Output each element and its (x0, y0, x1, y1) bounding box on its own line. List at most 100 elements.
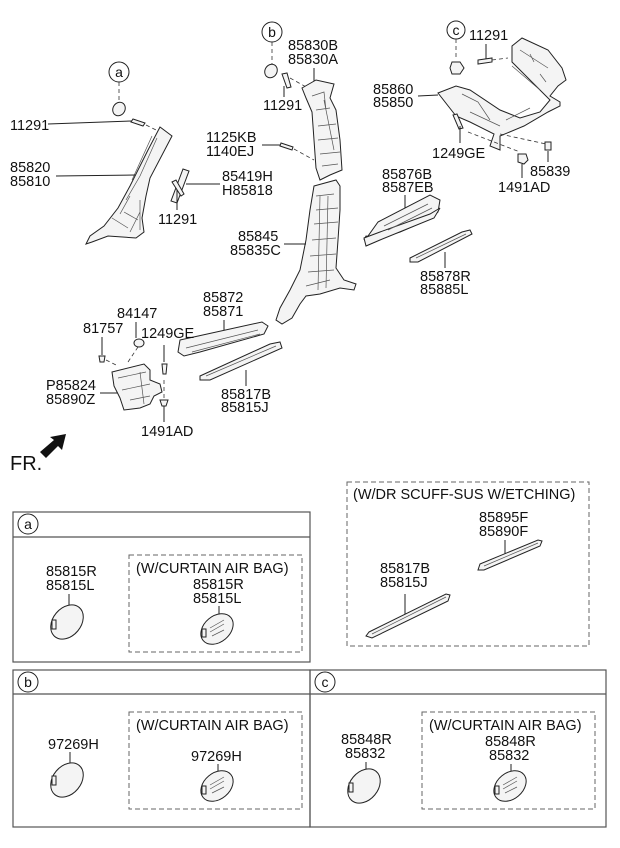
panel-c-opt-cap-part[interactable] (488, 764, 532, 807)
panel-a-opt-part-1: 85815R (193, 577, 244, 593)
panel-a-std-part-1: 85815R (46, 564, 97, 580)
panel-c-std-cap-part[interactable] (341, 762, 387, 809)
svg-text:b: b (24, 674, 32, 690)
label-P85824: P85824 (46, 378, 96, 394)
label-8587EB: 8587EB (382, 180, 434, 196)
label-85876B: 85876B (382, 167, 432, 183)
label-84147: 84147 (117, 306, 157, 322)
panel-c-opt-part-1: 85848R (485, 734, 536, 750)
panel-a-opt-cap-part[interactable] (195, 607, 239, 650)
label-11291-a: 11291 (10, 118, 49, 134)
panel-a-std-part-2: 85815L (46, 578, 94, 594)
rear-scuff-lower-part[interactable] (363, 207, 441, 247)
clip-1491ad-k[interactable] (159, 399, 169, 407)
leader-line (145, 124, 159, 132)
c-pillar-trim-part[interactable] (437, 37, 567, 151)
scuff-rear-part-2: 85890F (479, 524, 528, 540)
label-85872: 85872 (203, 290, 243, 306)
scuff-option-box (346, 481, 590, 647)
clip-81757-part[interactable] (98, 355, 106, 363)
leader-line (499, 133, 547, 145)
panel-c-option-caption: (W/CURTAIN AIR BAG) (429, 718, 582, 734)
label-85890Z: 85890Z (46, 392, 95, 408)
label-85850: 85850 (373, 95, 413, 111)
label-85871: 85871 (203, 304, 243, 320)
b-pillar-upper-trim-part[interactable] (301, 79, 343, 181)
label-1491AD-c: 1491AD (498, 180, 550, 196)
callout-c[interactable]: c (446, 20, 466, 40)
panel-a-opt-part-2: 85815L (193, 591, 241, 607)
label-11291-mid: 11291 (158, 212, 197, 228)
svg-text:b: b (268, 24, 276, 40)
panel-b-std-cap-part[interactable] (44, 756, 90, 803)
label-85878R: 85878R (420, 269, 471, 285)
bolt-11291-b[interactable] (281, 72, 292, 89)
panel-b-opt-cap-part[interactable] (195, 764, 239, 807)
panel-a (12, 511, 311, 663)
label-1491AD-k: 1491AD (141, 424, 193, 440)
panel-b-callout: b (17, 671, 39, 693)
scuff-option-caption: (W/DR SCUFF-SUS W/ETCHING) (353, 487, 575, 503)
c-pillar-clip-part[interactable] (449, 61, 465, 75)
bolt-11291-a[interactable] (130, 118, 146, 127)
b-pillar-cap-part[interactable] (262, 62, 279, 80)
panel-a-std-cap-part[interactable] (44, 598, 90, 645)
front-direction-indicator: FR. (10, 434, 66, 475)
bolt-1249ge-c[interactable] (452, 113, 464, 130)
panel-a-option-caption: (W/CURTAIN AIR BAG) (136, 561, 289, 577)
panel-c-callout: c (314, 671, 336, 693)
panel-c-std-part-1: 85848R (341, 732, 392, 748)
label-1249GE-k: 1249GE (141, 326, 195, 342)
label-11291-b: 11291 (263, 98, 302, 114)
leader-line (47, 120, 133, 125)
leader-line (127, 346, 139, 363)
label-1125KB: 1125KB (206, 130, 257, 146)
scuff-front-part-2: 85815J (380, 575, 428, 591)
label-85419H: 85419H (222, 169, 273, 185)
panel-a-option-box (128, 554, 303, 653)
label-85830A: 85830A (288, 52, 338, 68)
svg-text:c: c (322, 674, 329, 690)
leader-line (55, 174, 136, 177)
label-85885L: 85885L (420, 282, 468, 298)
label-1249GE-c: 1249GE (432, 146, 486, 162)
clip-84147-part[interactable] (133, 338, 145, 348)
bolt-11291-mid[interactable] (171, 179, 185, 197)
leader-line (293, 148, 315, 161)
callout-b[interactable]: b (261, 21, 283, 43)
a-pillar-trim-part[interactable] (85, 126, 173, 245)
label-85830B: 85830B (288, 38, 338, 54)
clip-1491ad-c-part[interactable] (517, 153, 529, 165)
panel-c (309, 669, 607, 828)
bolt-1249ge-k[interactable] (161, 363, 168, 375)
leader-line (105, 359, 119, 367)
panel-c-option-box (421, 711, 596, 810)
scuff-front-part-1: 85817B (380, 561, 430, 577)
label-85810: 85810 (10, 174, 50, 190)
label-H85818: H85818 (222, 183, 273, 199)
panel-b-std-part-1: 97269H (48, 737, 99, 753)
bolt-1125kb[interactable] (279, 142, 294, 151)
scuff-rear-part-1: 85895F (479, 510, 528, 526)
bolt-11291-c[interactable] (477, 57, 493, 65)
label-85845: 85845 (238, 229, 278, 245)
svg-text:a: a (24, 516, 32, 532)
a-pillar-cap-part[interactable] (110, 100, 127, 118)
label-85817B: 85817B (221, 387, 271, 403)
panel-c-opt-part-2: 85832 (489, 748, 529, 764)
leader-line (417, 94, 439, 97)
label-85839: 85839 (530, 164, 570, 180)
leader-line (491, 57, 509, 61)
label-85820: 85820 (10, 160, 50, 176)
panel-c-std-part-2: 85832 (345, 746, 385, 762)
label-81757: 81757 (83, 321, 123, 337)
panel-b-option-caption: (W/CURTAIN AIR BAG) (136, 718, 289, 734)
leader-line (467, 131, 521, 153)
b-pillar-lower-trim-part[interactable] (275, 179, 357, 325)
clip-85839-part[interactable] (544, 141, 552, 151)
callout-a[interactable]: a (108, 61, 130, 83)
label-11291-c: 11291 (469, 28, 508, 44)
svg-text:c: c (453, 22, 460, 38)
label-1140EJ: 1140EJ (206, 144, 254, 160)
